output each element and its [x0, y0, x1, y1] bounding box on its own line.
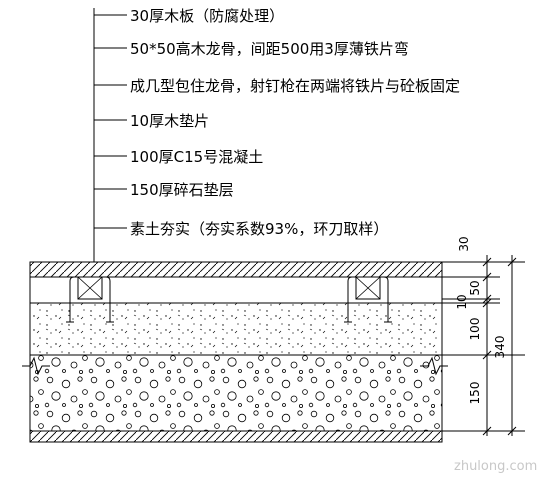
callout-labels: 30厚木板（防腐处理） 50*50高木龙骨，间距500用3厚薄铁片弯 成几型包住… — [130, 7, 460, 238]
dim-100: 100 — [468, 318, 482, 341]
dim-total-340: 340 — [493, 336, 507, 359]
callout-gravel: 150厚碎石垫层 — [130, 181, 234, 199]
watermark: zhulong.com — [454, 459, 537, 474]
break-line-left — [22, 356, 50, 376]
callout-concrete: 100厚C15号混凝土 — [130, 148, 263, 166]
callout-joist: 50*50高木龙骨，间距500用3厚薄铁片弯 — [130, 40, 409, 58]
joist-left — [64, 276, 116, 304]
concrete-layer — [29, 302, 443, 356]
dimension-lines — [442, 255, 525, 436]
dim-30: 30 — [457, 236, 471, 251]
nails — [66, 303, 392, 323]
dim-50: 50 — [468, 280, 482, 295]
callout-bracket: 成几型包住龙骨，射钉枪在两端将铁片与砼板固定 — [130, 77, 460, 95]
callout-leader — [93, 8, 127, 262]
callout-shim: 10厚木垫片 — [130, 112, 209, 130]
dimension-labels: 30 50 10 100 150 340 — [455, 236, 507, 404]
compacted-soil-layer — [29, 430, 443, 443]
dim-10: 10 — [455, 294, 469, 309]
dim-150: 150 — [468, 382, 482, 405]
callout-soil: 素土夯实（夯实系数93%，环刀取样） — [130, 220, 388, 238]
wood-board-layer — [29, 261, 443, 278]
callout-wood-board: 30厚木板（防腐处理） — [130, 7, 284, 25]
gravel-layer — [29, 354, 443, 432]
break-line-right — [420, 356, 448, 376]
joist-right — [342, 276, 394, 304]
